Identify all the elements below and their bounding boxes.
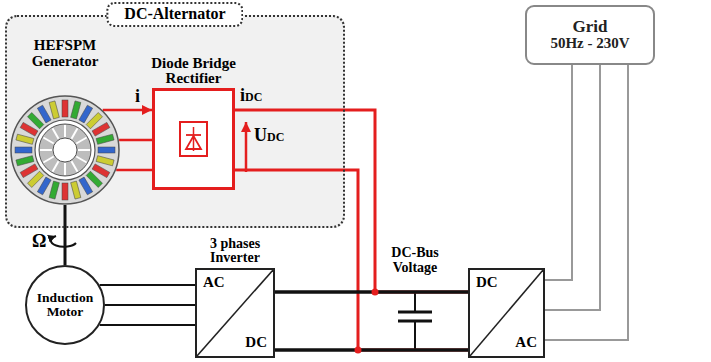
node-title: HEFSPM Generator <box>10 38 120 70</box>
signal-label: Ω <box>32 232 46 251</box>
signal-label: iDC <box>240 86 262 105</box>
junction-dots <box>355 289 379 354</box>
rectifier-box: Diode Bridge Rectifier <box>152 88 235 190</box>
node-text: 50Hz - 230V <box>550 36 629 52</box>
converter-box: DC AC <box>468 268 545 358</box>
node-title: 3 phases Inverter <box>187 237 283 266</box>
rotation-arrow <box>51 236 76 247</box>
node-title: DC <box>476 275 498 291</box>
node-title: Grid <box>573 18 608 36</box>
node-title: Diode Bridge Rectifier <box>139 56 249 88</box>
motor-circle: Induction Motor <box>25 265 105 345</box>
grid-box: Grid50Hz - 230V <box>525 5 655 65</box>
alternator-group: DC-AlternatorHEFSPM GeneratorDiode Bridg… <box>5 15 345 228</box>
inverter-box: 3 phases InverterACDC <box>195 268 275 358</box>
wire-connector <box>65 205 66 265</box>
voltage-arrow <box>245 122 248 172</box>
stator-drawing <box>10 95 120 205</box>
node-text: AC <box>515 335 537 351</box>
signal-label: DC-Bus Voltage <box>382 246 448 275</box>
node-text: DC <box>245 335 267 351</box>
generator: HEFSPM Generator <box>10 38 120 205</box>
node-title: DC-Alternator <box>106 2 243 27</box>
signal-label: UDC <box>254 126 284 145</box>
wire-connector <box>100 285 195 325</box>
wire-connector <box>275 292 468 350</box>
signal-label: i <box>135 87 140 106</box>
capacitor-symbol <box>398 292 432 350</box>
diode-symbol <box>155 91 232 187</box>
alternator-ground <box>5 15 345 228</box>
wire-connector <box>545 65 628 340</box>
node-text: AC <box>203 275 225 291</box>
node-title: Induction Motor <box>27 291 103 319</box>
